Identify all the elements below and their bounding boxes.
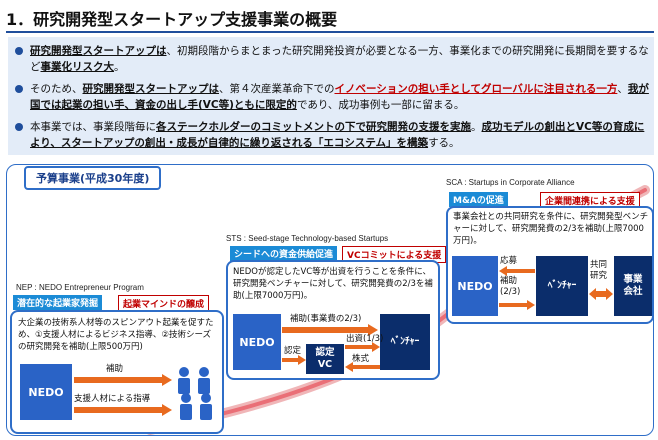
intro-text: 研究開発型スタートアップは (30, 45, 167, 57)
sca-card: 事業会社との共同研究を条件に、研究開発型ベンチャーに対して、研究開発費の2/3を… (446, 206, 654, 324)
intro-bullet-2: そのため、研究開発型スタートアップは、第４次産業革命下でのイノベーションの担い手… (15, 81, 652, 113)
sca-label-apply: 応募 (500, 256, 518, 266)
title-underline (6, 31, 654, 33)
sts-venture-box: ﾍﾞﾝﾁｬｰ (380, 314, 430, 370)
sts-cert-arrow-icon (282, 355, 306, 365)
sca-apply-arrow-icon (499, 266, 535, 276)
intro-text: であり、成功事例も一部に留まる。 (296, 99, 465, 111)
page-title: 1．研究開発型スタートアップ支援事業の概要 (6, 10, 338, 29)
nep-description: 大企業の技術系人材等のスピンアウト起業を促すため、①支援人材によるビジネス指導、… (18, 318, 214, 352)
intro-text: 各ステークホルダーのコミットメントの下で研究開発の支援を実施 (156, 121, 471, 133)
bullet-dot-icon (15, 85, 23, 93)
intro-text: 、第４次産業革命下での (219, 83, 335, 95)
sts-card: NEDOが認定したVC等が出資を行うことを条件に、研究開発ベンチャーに対して、研… (226, 260, 440, 380)
intro-text: そのため、 (30, 83, 83, 95)
sts-stock-arrow-icon (345, 362, 380, 372)
intro-panel: 研究開発型スタートアップは、初期段階からまとまった研究開発投資が必要となる一方、… (8, 37, 654, 155)
sca-description: 事業会社との共同研究を条件に、研究開発型ベンチャーに対して、研究開発費の2/3を… (453, 212, 649, 246)
sts-nedo-box: NEDO (233, 314, 281, 370)
intro-text: 本事業では、事業段階毎に (30, 121, 156, 133)
nep-card: 大企業の技術系人材等のスピンアウト起業を促すため、①支援人材によるビジネス指導、… (10, 310, 224, 434)
intro-text: 、 (617, 83, 628, 95)
nep-caption: NEP : NEDO Entrepreneur Program (16, 283, 144, 292)
sca-subsidy-arrow-icon (499, 300, 535, 310)
intro-text: イノベーションの担い手としてグローバルに注目される一方 (334, 83, 618, 95)
bullet-dot-icon (15, 47, 23, 55)
sca-caption: SCA : Startups in Corporate Alliance (446, 178, 575, 187)
intro-text: 、初期段階からまとまった研究開発投資が必要となる一方、事業化までの研究開発に長期… (30, 45, 649, 73)
intro-text: 。 (114, 61, 125, 73)
sts-label-invest: 出資(1/3) (346, 334, 384, 344)
sts-label-stock: 株式 (352, 354, 370, 364)
sca-tag: M&Aの促進 (449, 192, 508, 207)
sts-subsidy-arrow-icon (282, 324, 378, 336)
intro-text: 事業化リスク大 (40, 61, 115, 73)
nep-tag: 潜在的な起業家発掘 (13, 295, 103, 310)
nep-arrow-label-guidance: 支援人材による指導 (74, 394, 151, 404)
sts-vc-box: 認定 VC (306, 344, 344, 374)
nep-subsidy-arrow-icon (74, 374, 172, 386)
intro-text: 成功モデルの創出とVC等の育成により、スタートアップの創出・成長が自律的に繰り返… (30, 121, 645, 149)
sca-label-joint: 共同 研究 (590, 260, 608, 281)
sts-caption: STS : Seed-stage Technology-based Startu… (226, 234, 389, 243)
sca-joint-arrow-icon (589, 288, 613, 300)
intro-bullet-1: 研究開発型スタートアップは、初期段階からまとまった研究開発投資が必要となる一方、… (15, 43, 652, 75)
sts-invest-arrow-icon (345, 342, 380, 352)
sca-venture-box: ﾍﾞﾝﾁｬｰ (536, 256, 588, 316)
sca-company-box: 事業 会社 (614, 256, 652, 316)
intro-text: する。 (428, 137, 460, 149)
sca-label-subsidy: 補助 (2/3) (500, 276, 521, 297)
intro-text: 。 (471, 121, 482, 133)
nep-nedo-box: NEDO (20, 364, 72, 420)
bullet-dot-icon (15, 123, 23, 131)
sts-description: NEDOが認定したVC等が出資を行うことを条件に、研究開発ベンチャーに対して、研… (233, 267, 433, 301)
sts-tag: シードへの資金供給促進 (230, 246, 338, 261)
nep-arrow-label-subsidy: 補助 (106, 364, 124, 374)
budget-label: 予算事業(平成30年度) (24, 166, 162, 190)
nep-guidance-arrow-icon (74, 404, 172, 416)
intro-text: 我が国では起業の担い手、資金の出し手(VC等)ともに限定的 (30, 83, 649, 111)
sts-label-subsidy: 補助(事業費の2/3) (290, 314, 362, 324)
people-puzzle-icon (178, 367, 212, 420)
intro-bullet-3: 本事業では、事業段階毎に各ステークホルダーのコミットメントの下で研究開発の支援を… (15, 119, 652, 151)
sts-label-cert: 認定 (284, 346, 302, 356)
intro-text: 研究開発型スタートアップは (82, 83, 220, 95)
sca-nedo-box: NEDO (452, 256, 498, 316)
